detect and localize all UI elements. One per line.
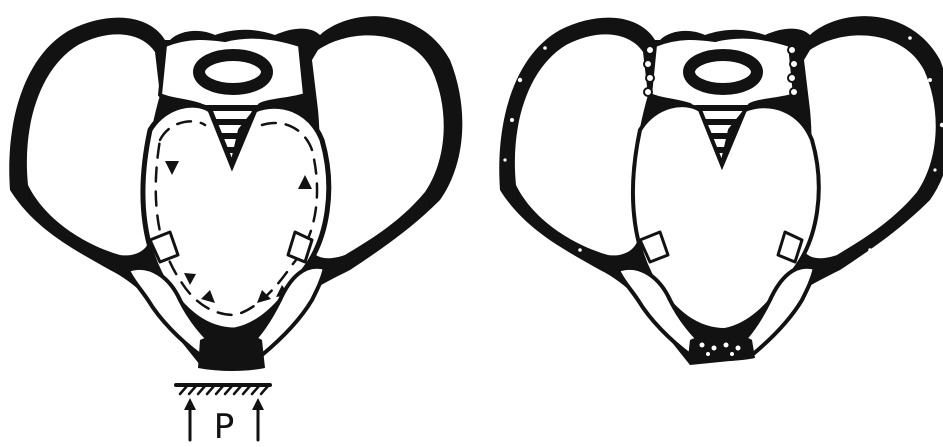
support-hatching xyxy=(180,386,268,394)
left-ilium-right xyxy=(308,35,444,258)
load-indicator: P xyxy=(176,385,270,447)
right-ilium-right xyxy=(800,35,936,258)
right-pubic-symphysis xyxy=(688,334,755,361)
left-pubic-symphysis xyxy=(198,334,265,371)
left-pelvis xyxy=(9,16,462,371)
load-label: P xyxy=(214,407,235,447)
load-arrow-right xyxy=(252,398,264,440)
right-pelvis xyxy=(499,16,943,365)
load-arrow-left xyxy=(184,398,196,440)
